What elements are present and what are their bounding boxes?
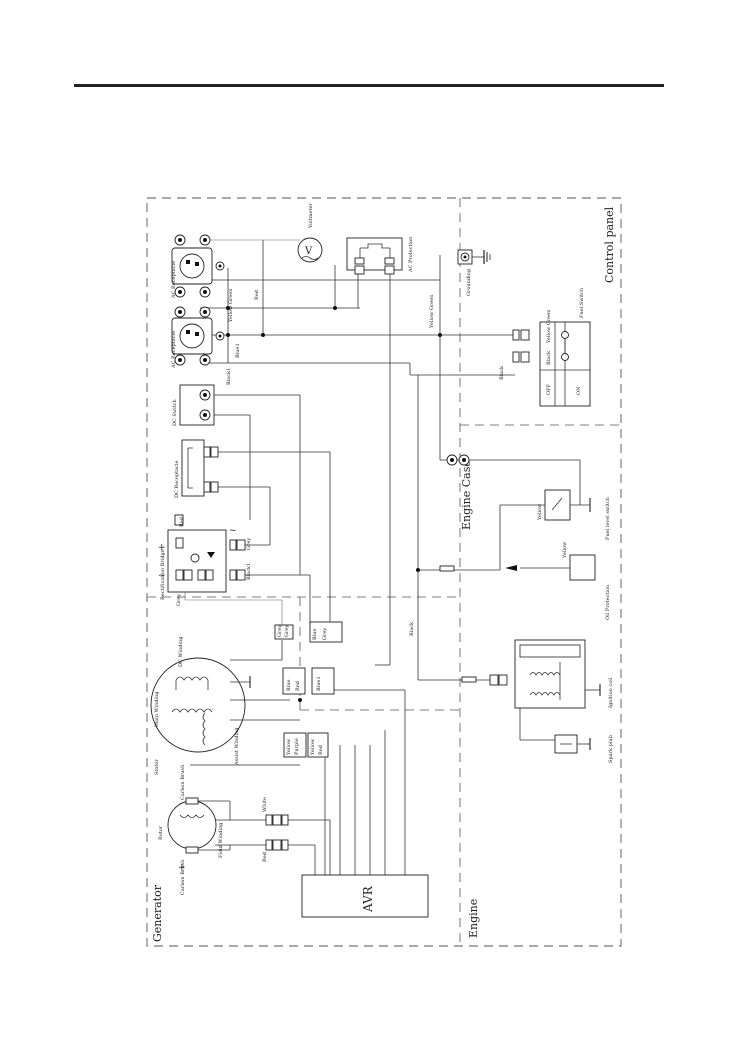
- bridge-tilde-b: ~: [229, 526, 237, 536]
- oil-protection: [439, 554, 596, 581]
- spark-plub-label: Spark plub: [608, 735, 614, 763]
- stator-connectors: [274, 621, 343, 758]
- ac-protection-label: AC Protection: [408, 236, 414, 273]
- wire-label-red-3: Red: [262, 851, 268, 862]
- engine-case-label: Engine Case: [460, 460, 473, 530]
- conn-tag-blue1-a: Blue1: [316, 676, 322, 691]
- carbon-brush-2-label: Carbon Brush: [180, 859, 186, 895]
- spark-plug: [554, 734, 591, 754]
- rotor: [167, 797, 231, 854]
- fuel-level-switch: [544, 489, 591, 521]
- wire-label-black-3: Black: [409, 621, 415, 636]
- grounding-terminal: [457, 249, 491, 265]
- svg-text:V: V: [304, 246, 313, 257]
- fuel-switch-off: OFF: [546, 383, 552, 395]
- bridge-plus: +: [158, 543, 166, 553]
- wire-label-yellow-2: Yellow: [562, 541, 568, 559]
- generator-section-label: Generator: [151, 884, 164, 942]
- outer-dashed-border: [146, 197, 622, 947]
- fuel-level-switch-label: Fuel level switch: [605, 496, 611, 540]
- fuel-switch-black: Black: [546, 350, 552, 365]
- conn-tag-red-b: Red: [318, 744, 324, 755]
- fuel-switch-yellow-green: Yellow Green: [546, 309, 552, 344]
- avr-label: AVR: [361, 885, 375, 913]
- conn-tag-yellow-b: Yellow: [310, 738, 316, 756]
- wire-label-white: White: [262, 797, 268, 812]
- main-winding-label: Main Winding: [154, 691, 160, 727]
- voltmeter-label: Voltmeter: [308, 203, 314, 229]
- rotor-plus: +: [178, 863, 186, 873]
- rectification-bridge-label: Rectification Bridge: [160, 549, 166, 600]
- oil-protection-label: Oil Protection: [605, 584, 611, 620]
- wire-label-yellow-1: Yellow: [537, 503, 543, 521]
- conn-tag-blue-b: Blue: [286, 680, 292, 691]
- fuel-switch-on: ON: [576, 386, 582, 395]
- dc-switch-label: DC Switch: [172, 398, 178, 426]
- dc-receptacle-label: DC Receptacle: [174, 461, 180, 498]
- header-rule: [74, 84, 664, 87]
- dc-winding-label: DC Winding: [178, 636, 184, 667]
- wire-label-yellow-green-1: Yellow Green: [228, 288, 234, 323]
- engine-section-label: Engine: [467, 899, 480, 938]
- wire-label-grey-2: Grey: [176, 594, 182, 606]
- stator-label: Stator: [154, 759, 160, 775]
- conn-tag-yellow-a: Yellow: [286, 738, 292, 756]
- ignition-coil-label: Ignition coil: [608, 677, 614, 708]
- control-panel-section-label: Control panel: [603, 206, 616, 283]
- conn-tag-blue-a: Blue: [312, 629, 318, 640]
- wire-label-black-2: Black: [499, 365, 505, 380]
- fuel-switch-label: Fuel Switch: [579, 287, 585, 318]
- rectification-bridge: [167, 514, 246, 593]
- ac-receptacle-1: [171, 234, 225, 298]
- wire-label-blue1: Blue1: [235, 343, 241, 358]
- assist-winding-label: Assist Winding: [234, 727, 240, 766]
- wire-label-black1-2: Black1: [246, 563, 252, 580]
- wire-label-red-1: Red: [254, 289, 260, 300]
- conn-tag-red-a: Red: [295, 680, 301, 691]
- fuel-switch: [512, 321, 591, 407]
- ac-receptacle-2-label: AC Receptacle: [171, 331, 177, 369]
- rotor-label: Rotor: [158, 825, 164, 840]
- voltmeter: V: [297, 237, 323, 263]
- junctions: [226, 306, 442, 702]
- carbon-brush-1-label: Carbon Brush: [180, 764, 186, 800]
- conn-tag-purple-a: Purple: [294, 738, 300, 755]
- wire-label-red-2: Red: [179, 516, 185, 527]
- conn-tag-grey-a: Grey: [277, 625, 283, 637]
- wire-label-grey-1: Grey: [246, 538, 252, 550]
- ac-receptacle-1-label: AC Receptacle: [171, 261, 177, 299]
- avr-box: [301, 874, 429, 918]
- field-winding-label: Field Winding: [218, 822, 224, 858]
- rotor-connectors: [265, 814, 289, 851]
- ac-protection: [346, 237, 403, 275]
- grounding-label: Grounding: [466, 268, 472, 296]
- wire-label-yellow-green-2: Yellow Green: [429, 294, 435, 329]
- dc-switch: [179, 384, 215, 426]
- ac-receptacle-2: [171, 306, 225, 366]
- engine-case-terminals: [446, 454, 470, 466]
- conn-tag-grey-c: Grey: [322, 628, 328, 640]
- conn-tag-grey-b: Grey: [284, 625, 290, 637]
- wire-label-black1: Black1: [226, 368, 232, 385]
- stator: [150, 657, 251, 753]
- dc-receptacle: [181, 439, 219, 497]
- bridge-tilde-a: ~: [158, 571, 166, 581]
- ignition-coil: [461, 639, 601, 709]
